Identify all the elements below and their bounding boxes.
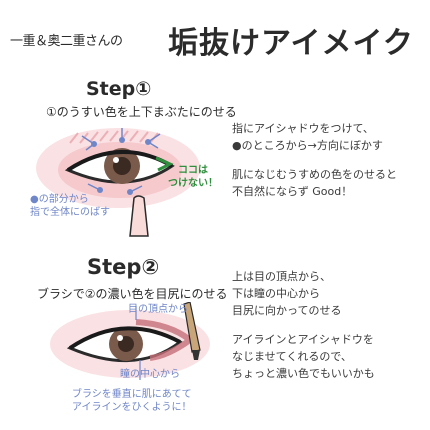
- step1-blue-line2: 指で全体にのばす: [30, 207, 110, 218]
- step2-note-5: なじませてくれるので、: [232, 350, 352, 363]
- page-title: 垢抜けアイメイク: [168, 26, 414, 61]
- step2-note-6: ちょっと濃い色でもいいかも: [232, 367, 375, 380]
- step1-note-2: ●のところから→方向にぼかす: [232, 139, 383, 152]
- step1-notes: 指にアイシャドウをつけて、 ●のところから→方向にぼかす 肌になじむうすめの色を…: [232, 120, 422, 200]
- step2-notes: 上は目の頂点から、 下は瞳の中心から 目尻に向かってのせる アイラインとアイシャ…: [232, 268, 422, 382]
- step1-note-1: 指にアイシャドウをつけて、: [232, 122, 374, 135]
- step2-note-2: 下は瞳の中心から: [232, 287, 320, 300]
- step2-label-top: 目の頂点から: [128, 304, 188, 315]
- step2-heading: Step②: [87, 255, 160, 279]
- step1-note-3: 肌になじむうすめの色をのせると: [232, 168, 397, 181]
- step1-eye-illustration: [36, 128, 200, 237]
- step1-blue-callout: ●の部分から 指で全体にのばす: [30, 193, 110, 219]
- step1-note-4: 不自然にならず Good！: [232, 185, 353, 198]
- step2-eye-illustration: [50, 302, 210, 380]
- step1-green-line1: ココは: [178, 165, 208, 176]
- step1-blue-line1: ●の部分から: [30, 194, 89, 205]
- step1-heading: Step①: [86, 78, 152, 100]
- step2-note-1: 上は目の頂点から、: [232, 270, 331, 283]
- step2-note-4: アイラインとアイシャドウを: [232, 333, 374, 346]
- step2-caption-line1: ブラシを垂直に肌にあてて: [72, 389, 192, 400]
- step1-green-callout: ココは つけない！: [168, 164, 218, 190]
- step1-green-line2: つけない！: [168, 178, 218, 189]
- step2-label-pupil: 瞳の中心から: [120, 369, 180, 380]
- step1-instruction: ①のうすい色を上下まぶたにのせる: [46, 105, 237, 119]
- step2-note-3: 目尻に向かってのせる: [232, 304, 342, 317]
- title-prefix: 一重＆奥二重さんの: [10, 34, 123, 49]
- step2-caption: ブラシを垂直に肌にあてて アイラインをひくように！: [72, 388, 192, 414]
- step2-caption-line2: アイラインをひくように！: [72, 402, 192, 413]
- step2-instruction: ブラシで②の濃い色を目尻にのせる: [37, 287, 228, 301]
